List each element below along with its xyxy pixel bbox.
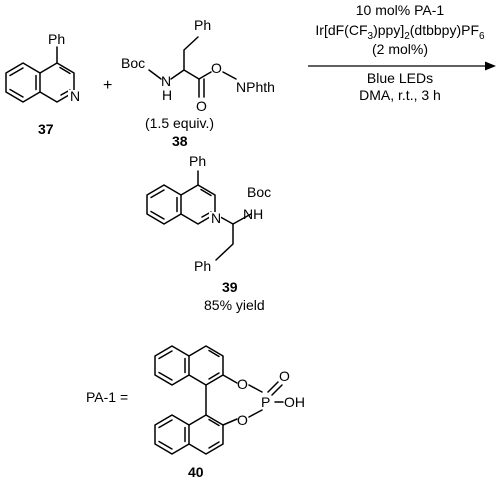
compound-number-40: 40: [188, 464, 204, 480]
nh-hydrogen-label: H: [162, 87, 172, 103]
compound-number-39: 39: [222, 279, 238, 295]
product-yield-label: 85% yield: [204, 297, 265, 313]
pa1-lower-oxygen-label: O: [237, 412, 248, 428]
reactant-37-structure: [5, 46, 80, 103]
product-nh-label: NH: [243, 206, 263, 222]
plus-sign: +: [103, 77, 112, 94]
light-source-label: Blue LEDs: [367, 70, 433, 86]
reaction-arrow: [308, 61, 496, 71]
pa1-phosphorus-label: P: [261, 394, 270, 410]
pa1-hydroxyl-label: OH: [284, 394, 305, 410]
benzyl-ph-label: Ph: [194, 17, 211, 33]
pa1-definition-label: PA-1 =: [86, 389, 128, 405]
pa1-structure: [154, 345, 284, 455]
product-ph-top-label: Ph: [189, 153, 206, 169]
ph-label: Ph: [48, 31, 65, 47]
compound-number-37: 37: [38, 121, 54, 137]
catalyst-loading-label: 10 mol% PA-1: [356, 2, 445, 18]
product-39-structure: [146, 170, 252, 261]
ester-oxygen-label: O: [211, 60, 222, 76]
carbonyl-oxygen-label: O: [196, 98, 207, 114]
photocatalyst-label: Ir[dF(CF3)ppy]2(dtbbpy)PF6: [315, 22, 485, 42]
solvent-temp-time-label: DMA, r.t., 3 h: [359, 87, 441, 103]
pa1-double-bond-oxygen-label: O: [279, 368, 290, 384]
boc-label: Boc: [121, 55, 145, 71]
ring-nitrogen-label: N: [70, 88, 80, 104]
product-boc-label: Boc: [247, 184, 271, 200]
equiv-label: (1.5 equiv.): [145, 115, 214, 131]
nphth-label: NPhth: [236, 79, 275, 95]
compound-number-38: 38: [172, 133, 188, 149]
pa1-upper-oxygen-label: O: [237, 376, 248, 392]
nh-label: N: [161, 73, 171, 89]
product-ring-nitrogen-label: N: [211, 210, 221, 226]
reactant-38-structure: [148, 36, 237, 98]
product-ph-bottom-label: Ph: [194, 258, 211, 274]
photocatalyst-loading-label: (2 mol%): [372, 41, 428, 57]
